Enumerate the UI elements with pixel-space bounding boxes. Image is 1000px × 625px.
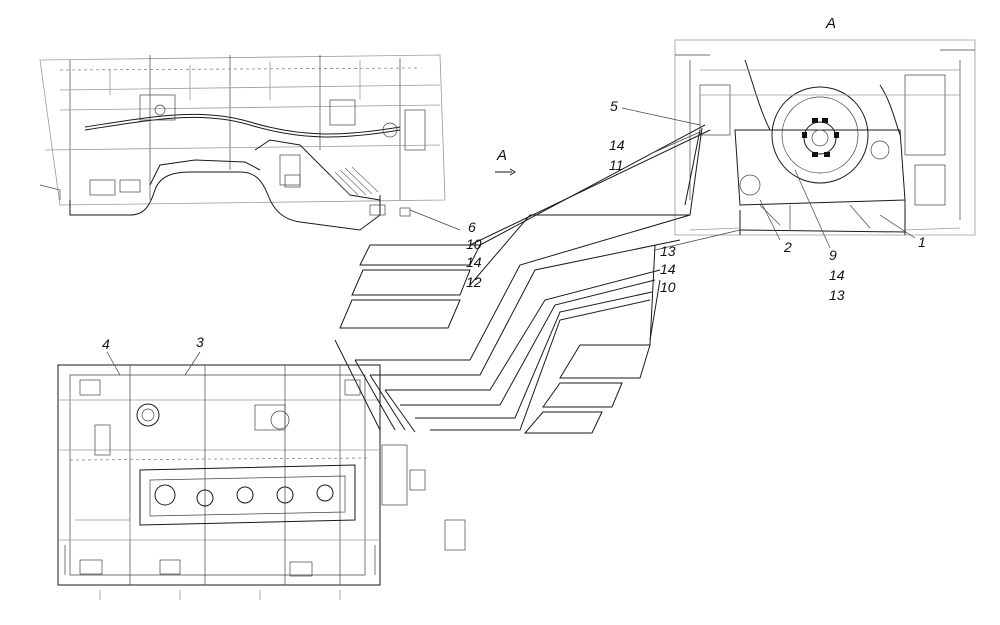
callout-10-left: 10 bbox=[466, 236, 482, 252]
wire-harness-routing bbox=[106, 107, 916, 434]
callout-14-left: 14 bbox=[466, 254, 482, 270]
callout-14-right: 14 bbox=[829, 267, 845, 283]
callout-12: 12 bbox=[466, 274, 482, 290]
callout-14-center: 14 bbox=[660, 261, 676, 277]
end-view-drawing bbox=[674, 39, 976, 236]
callout-6: 6 bbox=[468, 219, 476, 235]
callout-3: 3 bbox=[196, 334, 204, 350]
plan-view-drawing bbox=[57, 364, 466, 600]
view-marker-a-top: A bbox=[825, 15, 836, 32]
callout-11: 11 bbox=[609, 157, 624, 173]
callout-10-center: 10 bbox=[660, 279, 676, 295]
callout-13-right: 13 bbox=[829, 287, 845, 303]
view-marker-a-left: A bbox=[496, 147, 507, 164]
callout-4: 4 bbox=[102, 336, 110, 352]
callout-9: 9 bbox=[829, 247, 837, 263]
callout-5: 5 bbox=[610, 98, 618, 114]
callout-1: 1 bbox=[918, 234, 926, 250]
callout-2: 2 bbox=[783, 239, 792, 255]
callout-14-upper: 14 bbox=[609, 137, 625, 153]
side-view-drawing bbox=[39, 54, 446, 231]
callout-13-center: 13 bbox=[660, 243, 676, 259]
